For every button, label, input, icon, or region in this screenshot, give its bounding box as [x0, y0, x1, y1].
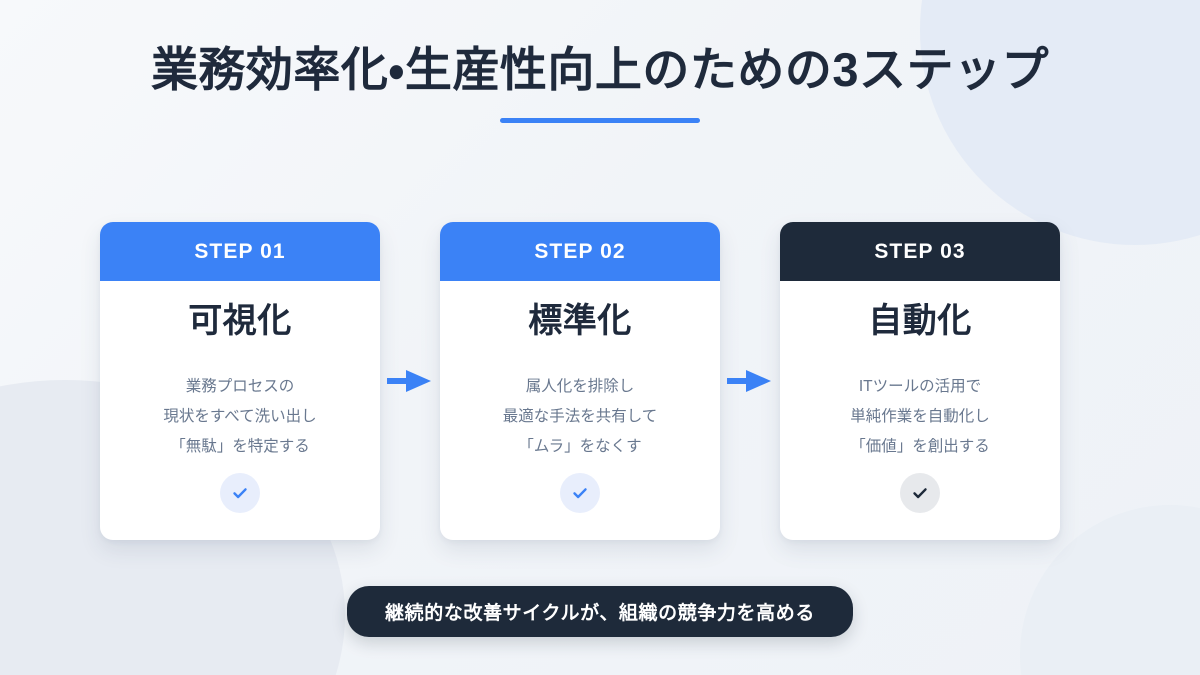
step-description-01: 業務プロセスの 現状をすべて洗い出し 「無駄」を特定する: [163, 372, 316, 461]
step-badge-02: STEP 02: [440, 222, 720, 281]
step-description-line: 業務プロセスの: [185, 378, 295, 396]
step-description-line: 単純作業を自動化し: [850, 408, 990, 426]
arrow-right-icon: [727, 368, 773, 394]
step-description-line: 属人化を排除し: [525, 378, 635, 396]
step-badge-03: STEP 03: [780, 222, 1060, 281]
step-description-line: 「価値」を創出する: [850, 437, 990, 455]
step-title-03: 自動化: [868, 302, 972, 340]
steps-row: STEP 01 可視化 業務プロセスの 現状をすべて洗い出し 「無駄」を特定する: [100, 222, 1100, 540]
step-card-01[interactable]: STEP 01 可視化 業務プロセスの 現状をすべて洗い出し 「無駄」を特定する: [100, 222, 380, 540]
summary-banner: 継続的な改善サイクルが、組織の競争力を高める: [347, 586, 853, 637]
check-icon: [230, 483, 250, 503]
step-title-02: 標準化: [528, 302, 632, 340]
step-description-line: 「ムラ」をなくす: [518, 437, 642, 455]
step-description-line: ITツールの活用で: [858, 378, 982, 396]
step-check-badge-02: [560, 472, 600, 513]
step-description-02: 属人化を排除し 最適な手法を共有して 「ムラ」をなくす: [503, 372, 658, 461]
step-badge-01: STEP 01: [100, 222, 380, 281]
slide-header: 業務効率化・生産性向上のための3ステップ: [0, 42, 1200, 124]
step-check-badge-01: [220, 472, 260, 513]
connector-arrow-1: [380, 222, 440, 540]
step-description-03: ITツールの活用で 単純作業を自動化し 「価値」を創出する: [850, 372, 990, 461]
arrow-right-icon: [387, 368, 433, 394]
title-underline-accent: [500, 118, 700, 124]
step-check-badge-03: [900, 472, 940, 513]
step-card-02[interactable]: STEP 02 標準化 属人化を排除し 最適な手法を共有して 「ムラ」をなくす: [440, 222, 720, 540]
check-icon: [910, 483, 930, 503]
step-description-line: 「無駄」を特定する: [170, 437, 310, 455]
step-description-line: 現状をすべて洗い出し: [163, 408, 317, 426]
page-title: 業務効率化・生産性向上のための3ステップ: [150, 43, 1050, 96]
step-body-02: 標準化 属人化を排除し 最適な手法を共有して 「ムラ」をなくす: [440, 281, 720, 540]
step-body-01: 可視化 業務プロセスの 現状をすべて洗い出し 「無駄」を特定する: [100, 281, 380, 540]
connector-arrow-2: [720, 222, 780, 540]
step-body-03: 自動化 ITツールの活用で 単純作業を自動化し 「価値」を創出する: [780, 281, 1060, 540]
summary-banner-wrap: 継続的な改善サイクルが、組織の競争力を高める: [0, 586, 1200, 637]
check-icon: [570, 483, 590, 503]
step-card-03[interactable]: STEP 03 自動化 ITツールの活用で 単純作業を自動化し 「価値」を創出す…: [780, 222, 1060, 540]
step-title-01: 可視化: [188, 302, 292, 340]
step-description-line: 最適な手法を共有して: [502, 408, 658, 426]
